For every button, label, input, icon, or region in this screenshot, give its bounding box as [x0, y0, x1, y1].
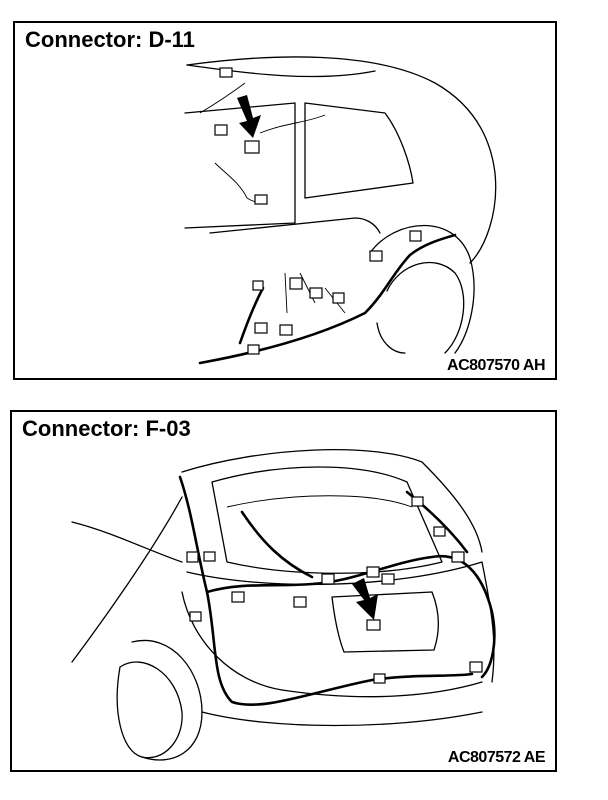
roof-line [186, 56, 497, 264]
connector [309, 287, 323, 299]
bumper-bottom [201, 711, 483, 727]
wheel-arch [131, 639, 203, 761]
connector [433, 526, 446, 537]
connector [231, 591, 245, 603]
connector-f03-panel: Connector: F-03 [10, 410, 557, 772]
connector-f03 [366, 619, 381, 631]
vehicle-wiring-illustration-d11 [184, 56, 497, 365]
side-line [71, 496, 183, 663]
connector [214, 124, 228, 136]
connector [254, 194, 268, 205]
side-window-line [71, 521, 183, 563]
connector [366, 566, 380, 578]
connector [254, 322, 268, 334]
connector [411, 496, 424, 507]
panel-title: Connector: F-03 [20, 416, 193, 442]
connector [469, 661, 483, 673]
connector [186, 551, 199, 563]
connector [373, 673, 386, 684]
pointer-arrow-icon [237, 95, 261, 138]
connector [381, 573, 395, 585]
branch-harness [238, 286, 265, 345]
panel-title: Connector: D-11 [23, 27, 197, 53]
connector [332, 292, 345, 304]
license-plate-area [331, 591, 439, 653]
connector [289, 277, 303, 290]
connector-d11-panel: Connector: D-11 [13, 21, 557, 380]
wheel [116, 661, 183, 759]
connector [451, 551, 465, 563]
connector [293, 596, 307, 608]
belt-line [209, 217, 381, 234]
roof-line [181, 449, 483, 553]
wheel [386, 261, 465, 354]
door-panel [184, 102, 296, 229]
connector [203, 551, 216, 562]
upper-wire [199, 82, 246, 114]
main-harness [198, 233, 457, 365]
bumper-top [181, 591, 483, 698]
tailgate-harness [240, 510, 314, 579]
connector [189, 611, 202, 622]
pointer-arrow-icon [352, 578, 378, 620]
rear-window [304, 102, 414, 199]
connector [321, 573, 335, 585]
figure-code: AC807570 AH [445, 357, 547, 375]
upper-wire-2 [259, 114, 326, 134]
connector [279, 324, 293, 336]
upper-harness [205, 554, 496, 679]
connector [409, 230, 422, 242]
connector-d11 [244, 140, 260, 154]
left-harness [178, 475, 474, 706]
connector [252, 280, 264, 291]
vehicle-wiring-illustration-f03 [71, 449, 496, 761]
wheel-arch [369, 225, 475, 354]
connector [219, 67, 233, 78]
connector [369, 250, 383, 262]
figure-code: AC807572 AE [445, 749, 547, 767]
glass-line [226, 495, 413, 508]
roof-inner-line [186, 64, 376, 78]
connector [247, 344, 260, 355]
rear-glass [211, 466, 443, 574]
wheel-lower [376, 322, 406, 354]
